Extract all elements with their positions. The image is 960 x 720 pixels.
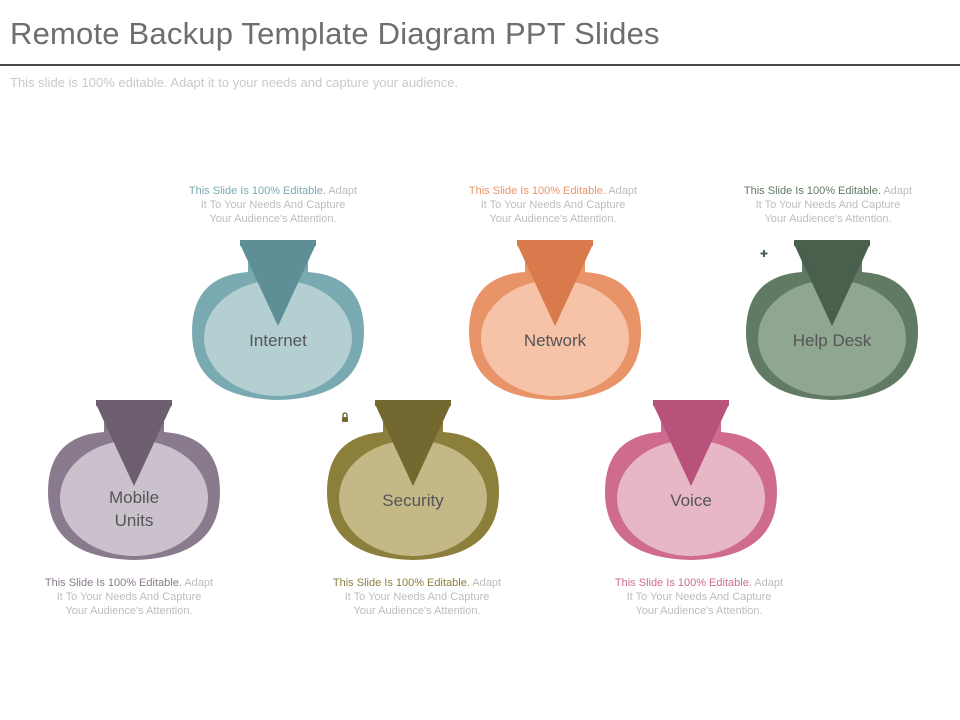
- description-highlight: This Slide Is 100% Editable.: [468, 185, 606, 197]
- node-network: Network: [465, 236, 645, 406]
- description-text: It To Your Needs And Capture: [626, 591, 772, 603]
- phone-icon: [606, 401, 628, 423]
- description-voice: This Slide Is 100% Editable. Adapt It To…: [589, 576, 809, 618]
- description-internet: This Slide Is 100% Editable. Adapt It To…: [163, 184, 383, 226]
- description-highlight: This Slide Is 100% Editable.: [188, 185, 326, 197]
- node-label: Internet: [249, 331, 307, 350]
- description-highlight: This Slide Is 100% Editable.: [44, 577, 182, 589]
- globe-icon: [192, 240, 216, 264]
- description-text: It To Your Needs And Capture: [480, 199, 626, 211]
- node-internet: Internet: [188, 236, 368, 406]
- description-text: Adapt: [880, 185, 913, 197]
- description-text: It To Your Needs And Capture: [56, 591, 202, 603]
- description-text: Your Audience's Attention.: [764, 213, 892, 225]
- node-help-desk: Help Desk: [742, 236, 922, 406]
- node-label-line: Units: [114, 511, 154, 530]
- description-text: Adapt: [605, 185, 638, 197]
- description-text: Adapt: [181, 577, 214, 589]
- description-mobile-units: This Slide Is 100% Editable. Adapt It To…: [19, 576, 239, 618]
- node-label: Help Desk: [792, 331, 872, 350]
- description-highlight: This Slide Is 100% Editable.: [614, 577, 752, 589]
- node-security: Security: [323, 396, 503, 566]
- page-subtitle: This slide is 100% editable. Adapt it to…: [10, 75, 459, 90]
- node-shape: [469, 240, 641, 400]
- description-text: Adapt: [751, 577, 784, 589]
- description-highlight: This Slide Is 100% Editable.: [332, 577, 470, 589]
- node-shape: [327, 400, 499, 560]
- description-network: This Slide Is 100% Editable. Adapt It To…: [443, 184, 663, 226]
- description-text: Your Audience's Attention.: [353, 605, 481, 617]
- description-text: It To Your Needs And Capture: [344, 591, 490, 603]
- description-text: Your Audience's Attention.: [635, 605, 763, 617]
- node-voice: Voice: [601, 396, 781, 566]
- node-shape: [192, 240, 364, 400]
- description-text: Your Audience's Attention.: [209, 213, 337, 225]
- node-label: Security: [382, 491, 444, 510]
- devices-icon: [47, 402, 74, 421]
- node-label-line: Mobile: [108, 488, 160, 507]
- person-shield-icon: [749, 240, 770, 264]
- description-text: Adapt: [469, 577, 502, 589]
- node-shape: [48, 400, 220, 560]
- description-text: Your Audience's Attention.: [489, 213, 617, 225]
- description-help-desk: This Slide Is 100% Editable. Adapt It To…: [718, 184, 938, 226]
- description-text: Your Audience's Attention.: [65, 605, 193, 617]
- description-text: It To Your Needs And Capture: [755, 199, 901, 211]
- description-security: This Slide Is 100% Editable. Adapt It To…: [307, 576, 527, 618]
- page-title: Remote Backup Template Diagram PPT Slide…: [10, 16, 660, 51]
- node-label: Network: [523, 331, 587, 350]
- server-lock-icon: [327, 402, 352, 425]
- node-label: Voice: [670, 491, 712, 510]
- description-highlight: This Slide Is 100% Editable.: [743, 185, 881, 197]
- node-shape: [605, 400, 777, 560]
- description-text: It To Your Needs And Capture: [200, 199, 346, 211]
- node-shape: [746, 240, 918, 400]
- title-divider: [0, 64, 960, 66]
- wifi-screen-icon: [472, 240, 490, 266]
- description-text: Adapt: [325, 185, 358, 197]
